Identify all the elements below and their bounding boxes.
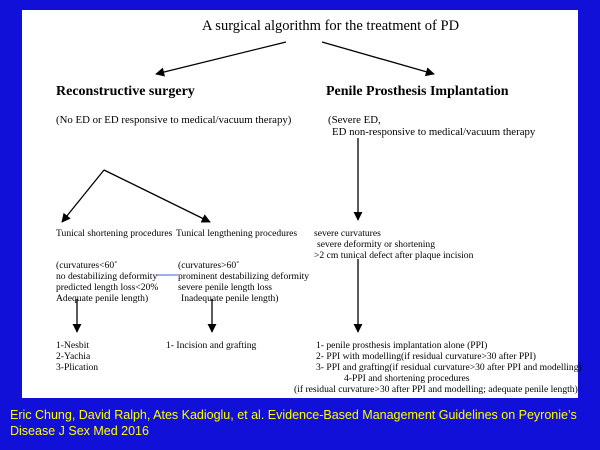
arrow-split-left [61,169,105,223]
prosthesis-procedure: 3- PPI and grafting(if residual curvatur… [316,362,582,374]
shortening-condition: predicted length loss<20% [56,282,159,294]
prosthesis-criteria: (Severe ED, ED non-responsive to medical… [328,114,535,139]
prosthesis-criteria-line: (Severe ED, [328,114,381,126]
prosthesis-conditions: severe curvatures severe deformity or sh… [314,228,473,261]
prosthesis-heading: Penile Prosthesis Implantation [326,84,509,99]
prosthesis-condition: severe deformity or shortening [317,239,436,251]
diagram-title: A surgical algorithm for the treatment o… [202,18,460,34]
lengthening-condition: Inadequate penile length) [181,293,279,305]
shortening-conditions: (curvatures<60˚ no destabilizing deformi… [56,260,158,304]
shortening-procedure: 3-Plication [56,362,99,374]
diagram-panel: A surgical algorithm for the treatment o… [22,10,582,398]
prosthesis-condition: >2 cm tunical defect after plaque incisi… [314,250,474,262]
prosthesis-procedure: 4-PPI and shortening procedures [344,373,470,385]
shortening-procedures: 1-Nesbit 2-Yachia 3-Plication [56,340,98,373]
prosthesis-procedure: (if residual curvature>30 after PPI and … [294,384,578,396]
lengthening-condition: (curvatures>60˚ [178,260,240,271]
arrow-split-right [103,169,211,223]
shortening-procedure: 1-Nesbit [56,340,90,351]
lengthening-conditions: (curvatures>60˚ prominent destabilizing … [178,260,309,304]
prosthesis-criteria-line: ED non-responsive to medical/vacuum ther… [332,126,536,139]
citation-text: Eric Chung, David Ralph, Ates Kadioglu, … [10,408,577,438]
prosthesis-procedure: 1- penile prosthesis implantation alone … [316,340,488,351]
lengthening-procedures: 1- Incision and grafting [166,340,256,351]
prosthesis-procedures: 1- penile prosthesis implantation alone … [294,340,582,395]
shortening-label: Tunical shortening procedures [56,228,173,239]
reconstructive-criteria: (No ED or ED responsive to medical/vacuu… [56,114,292,126]
shortening-condition: no destabilizing deformity [56,271,158,283]
arrow-title-to-prosthesis [321,41,435,77]
lengthening-procedure: 1- Incision and grafting [166,340,257,351]
shortening-condition: (curvatures<60˚ [56,260,118,271]
prosthesis-procedure: 2- PPI with modelling(if residual curvat… [316,351,536,363]
flow-arrows [61,41,435,333]
prosthesis-condition: severe curvatures [314,228,381,239]
lengthening-condition: prominent destabilizing deformity [178,271,310,283]
shortening-condition: Adequate penile length) [56,293,149,305]
lengthening-label: Tunical lengthening procedures [176,228,298,239]
shortening-procedure: 2-Yachia [56,351,91,363]
reconstructive-heading: Reconstructive surgery [56,84,195,99]
arrow-title-to-reconstructive [155,41,287,77]
lengthening-condition: severe penile length loss [178,282,273,294]
